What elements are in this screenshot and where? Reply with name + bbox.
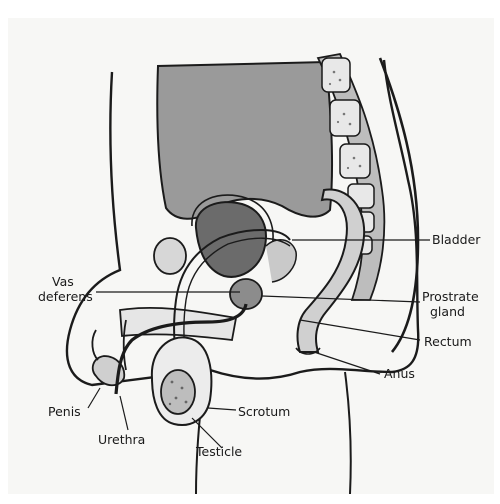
label-prostate-line1: Prostrate <box>422 289 479 304</box>
label-bladder: Bladder <box>432 232 481 247</box>
label-vas-deferens-line2: deferens <box>38 289 93 304</box>
label-anus: Anus <box>384 366 415 381</box>
label-prostate-line2: gland <box>430 304 465 319</box>
label-vas-deferens-line1: Vas <box>52 274 74 289</box>
label-scrotum: Scrotum <box>238 404 290 419</box>
label-penis: Penis <box>48 404 81 419</box>
pubic-bone <box>154 238 186 274</box>
label-rectum: Rectum <box>424 334 472 349</box>
abdominal-cavity <box>157 62 332 219</box>
label-urethra: Urethra <box>98 432 145 447</box>
testicle <box>161 370 195 414</box>
label-testicle: Testicle <box>195 444 242 459</box>
